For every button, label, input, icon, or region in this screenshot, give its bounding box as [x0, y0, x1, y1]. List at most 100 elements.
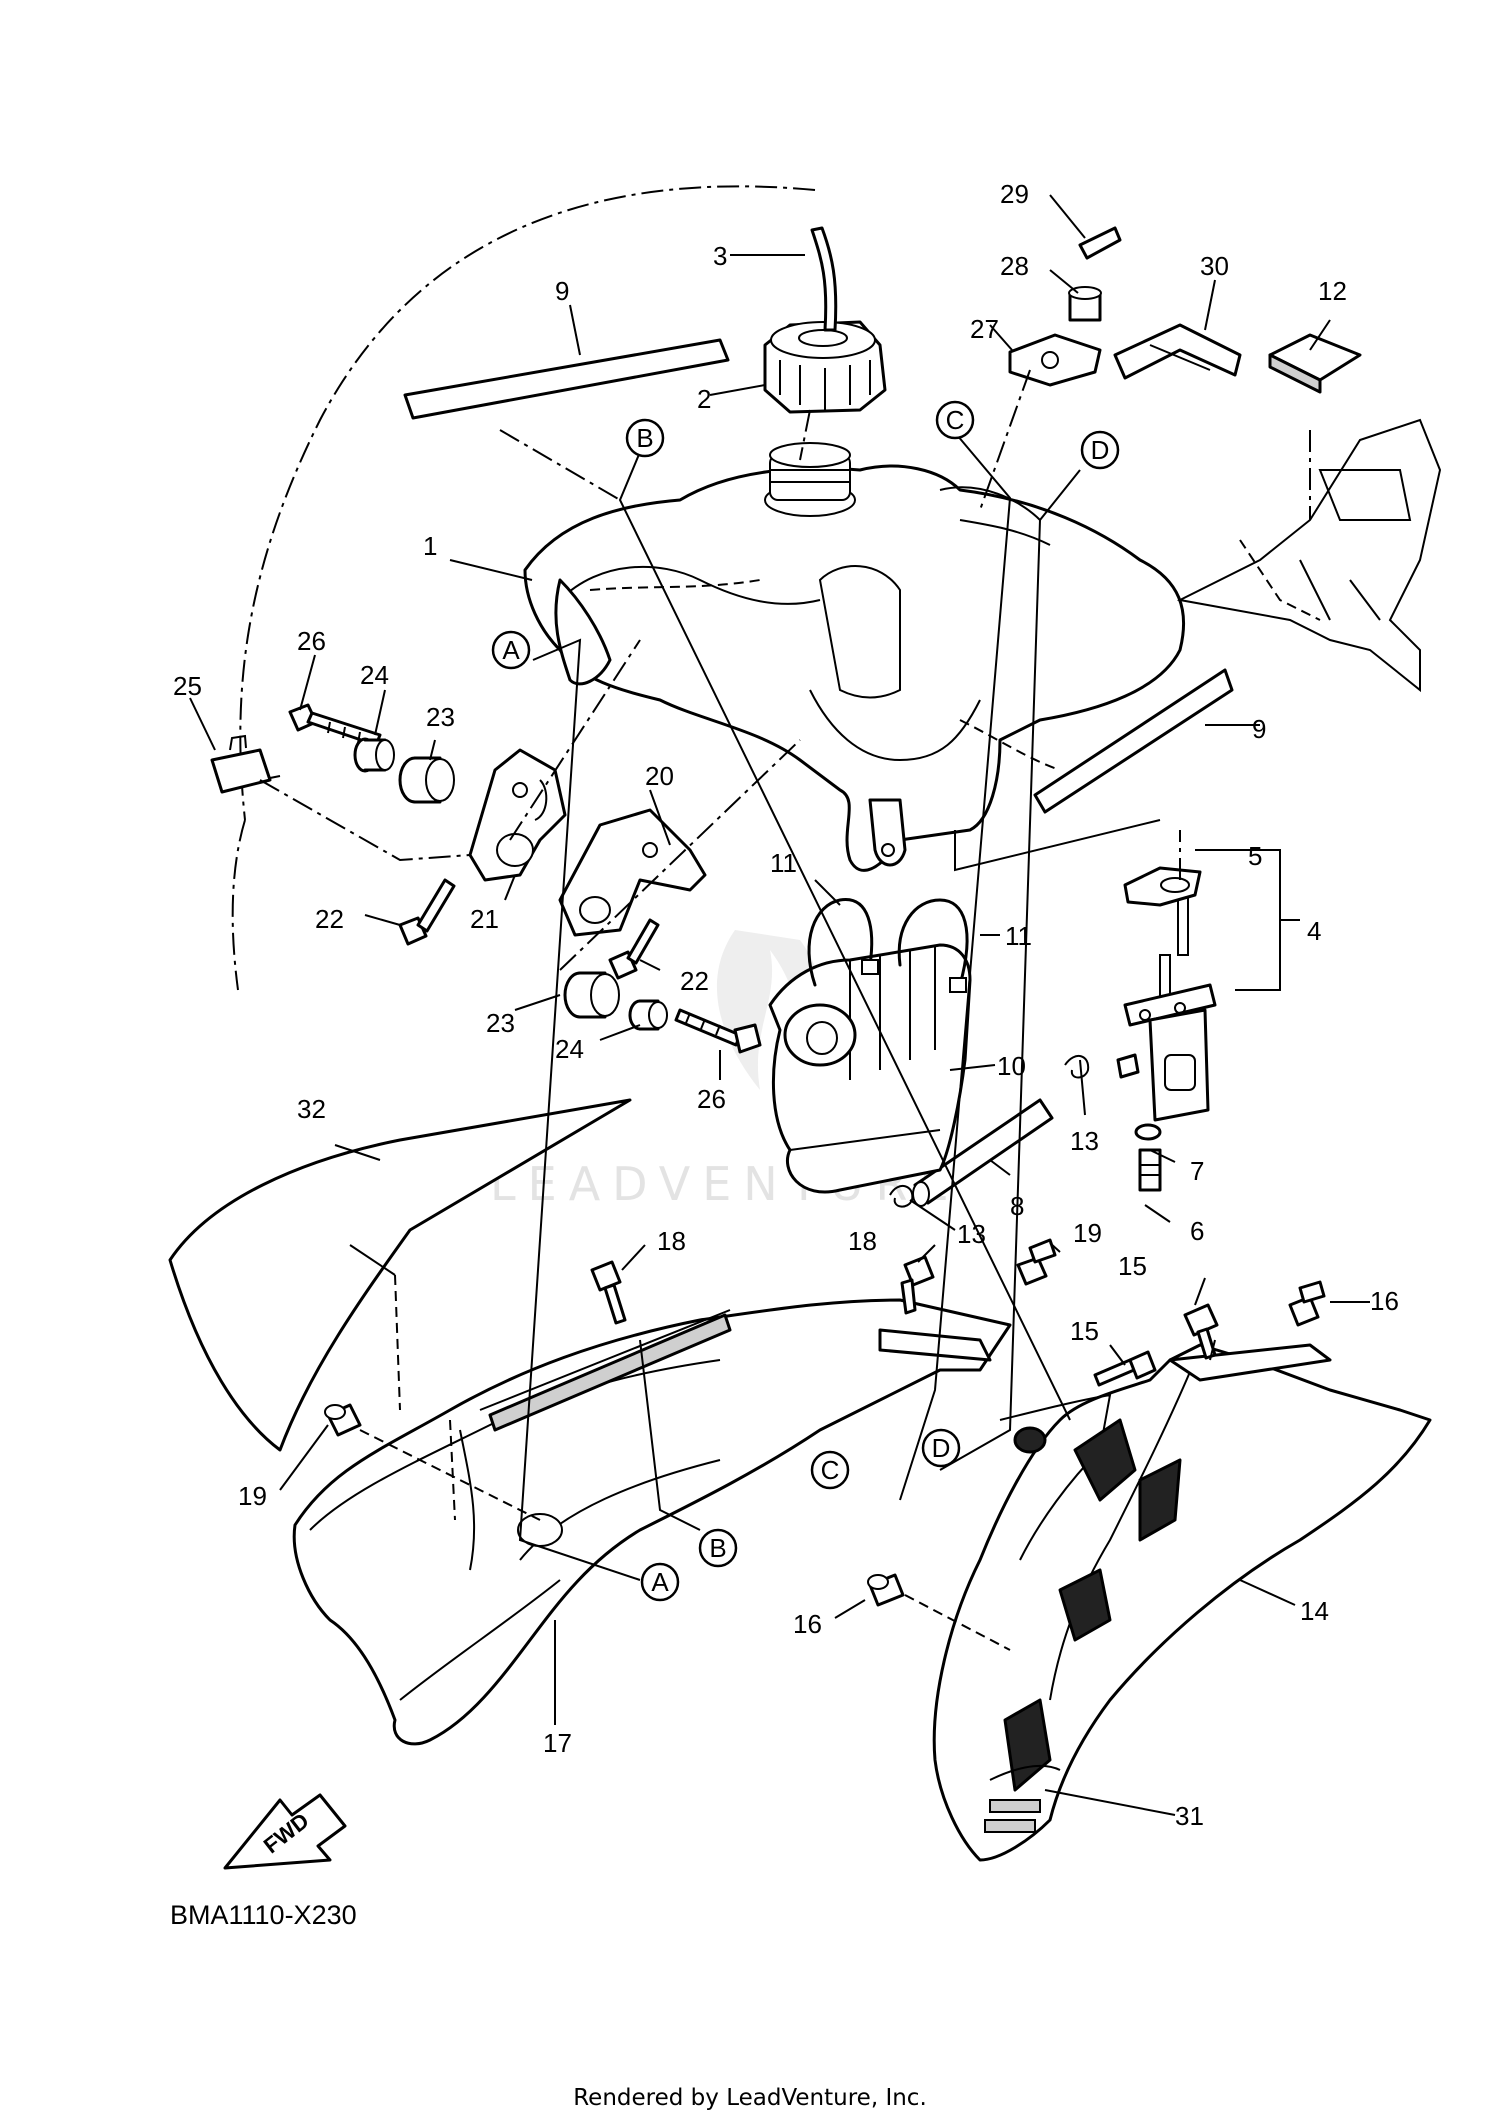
- fuel-cock-nipple: [1116, 1053, 1140, 1079]
- svg-text:C: C: [946, 405, 965, 435]
- canister-band-left: [807, 898, 879, 987]
- fuel-cap: [763, 320, 887, 414]
- side-cover-right: [932, 1343, 1432, 1862]
- bolt-line-2: [904, 1594, 1011, 1651]
- callout-13-lower: 13: [957, 1219, 986, 1249]
- damper-strip-top: [403, 338, 730, 420]
- reference-letter-b-top: B: [625, 418, 665, 458]
- breather-hose: [810, 226, 838, 332]
- canister-band-right: [897, 898, 969, 993]
- callout-24-lower: 24: [555, 1034, 584, 1064]
- callout-15-upper: 15: [1118, 1251, 1147, 1281]
- fuel-cock-screw: [1138, 1148, 1162, 1192]
- collar: [1068, 286, 1102, 322]
- callout-2: 2: [697, 384, 711, 414]
- callout-14: 14: [1300, 1596, 1329, 1626]
- callout-19-left: 19: [238, 1481, 267, 1511]
- hose-guide: [210, 734, 281, 794]
- svg-text:A: A: [651, 1567, 669, 1597]
- callout-12: 12: [1318, 276, 1347, 306]
- callout-26-lower: 26: [697, 1084, 726, 1114]
- fuel-cock: [1123, 879, 1217, 1122]
- screw: [1078, 226, 1122, 260]
- fwd-arrow: FWD: [223, 1793, 347, 1870]
- bolt-26-upper: [288, 703, 382, 747]
- fuel-hose: [912, 1098, 1054, 1207]
- band: [1113, 323, 1242, 380]
- callout-25: 25: [173, 671, 202, 701]
- bolt-22-lower: [608, 918, 660, 980]
- callout-8: 8: [1010, 1191, 1024, 1221]
- reference-letter-c-top: C: [935, 400, 975, 440]
- collar-24-lower: [628, 999, 668, 1031]
- callout-28: 28: [1000, 251, 1029, 281]
- rendered-by-footer: Rendered by LeadVenture, Inc.: [573, 2085, 927, 2111]
- svg-text:D: D: [1091, 435, 1110, 465]
- callout-32: 32: [297, 1094, 326, 1124]
- bolt-22-upper: [398, 878, 456, 946]
- diagram-code: BMA1110-X230: [170, 1900, 357, 1930]
- washer: [1134, 1123, 1162, 1141]
- svg-text:A: A: [502, 635, 520, 665]
- callout-4: 4: [1307, 916, 1321, 946]
- bolt-15-upper: [1183, 1303, 1219, 1360]
- canister: [768, 943, 972, 1194]
- svg-text:B: B: [709, 1533, 726, 1563]
- svg-text:D: D: [932, 1433, 951, 1463]
- side-decal: [168, 1098, 632, 1452]
- reference-letter-b-bottom: B: [698, 1528, 738, 1568]
- callout-20: 20: [645, 761, 674, 791]
- hose-routing-line-lower: [231, 819, 246, 991]
- callout-13-right: 13: [1070, 1126, 1099, 1156]
- callout-22-left: 22: [315, 904, 344, 934]
- tank-line-a: [499, 429, 621, 501]
- bolt-line-1: [359, 1429, 541, 1521]
- bracket-21: [468, 748, 567, 882]
- part-callouts: 1 2 3 4 5 6 7 8 9 9 10 11 11 12 13 13 14…: [173, 179, 1399, 1831]
- damper-plate: [1008, 333, 1102, 387]
- leader-lines: [189, 194, 1370, 1816]
- callout-11-left: 11: [770, 848, 797, 878]
- callout-29: 29: [1000, 179, 1029, 209]
- fuel-cock-gasket: [1123, 866, 1202, 907]
- hose-clip-lower: [889, 1185, 914, 1208]
- bolt-26-lower: [674, 1008, 762, 1054]
- mount-line-2: [509, 639, 641, 841]
- callout-22-right: 22: [680, 966, 709, 996]
- callout-19-right: 19: [1073, 1218, 1102, 1248]
- svg-text:B: B: [636, 423, 653, 453]
- tank-line-d: [799, 409, 811, 461]
- bolt-16-lower: [867, 1573, 905, 1607]
- callout-7: 7: [1190, 1156, 1204, 1186]
- collar-24-upper: [353, 737, 395, 773]
- callout-3: 3: [713, 241, 727, 271]
- callout-15-lower: 15: [1070, 1316, 1099, 1346]
- callout-27: 27: [970, 314, 999, 344]
- damper-23-lower: [563, 971, 620, 1019]
- callout-6: 6: [1190, 1216, 1204, 1246]
- tank-line-c: [979, 369, 1031, 511]
- bolt-16-upper: [1288, 1280, 1326, 1327]
- callout-18-right: 18: [848, 1226, 877, 1256]
- patch: [1268, 333, 1362, 394]
- side-cover-left: [292, 1298, 1012, 1746]
- mount-line-3: [559, 739, 801, 971]
- bolt-19-right: [1016, 1238, 1057, 1286]
- hose-routing-line: [239, 185, 816, 821]
- hose-clip-upper: [1064, 1055, 1090, 1079]
- bolt-19-left: [324, 1403, 362, 1437]
- bolt-15-lower: [1093, 1350, 1157, 1387]
- callout-30: 30: [1200, 251, 1229, 281]
- callout-17: 17: [543, 1728, 572, 1758]
- callout-9-right: 9: [1252, 714, 1266, 744]
- callout-9-top: 9: [555, 276, 569, 306]
- frame: [1176, 418, 1442, 693]
- mount-line-5: [954, 819, 1161, 872]
- mount-line-1: [259, 779, 471, 862]
- callout-21: 21: [470, 904, 499, 934]
- reference-letter-d-top: D: [1080, 430, 1120, 470]
- damper-strip-right: [1033, 668, 1234, 814]
- callout-18-left: 18: [657, 1226, 686, 1256]
- callout-23-lower: 23: [486, 1008, 515, 1038]
